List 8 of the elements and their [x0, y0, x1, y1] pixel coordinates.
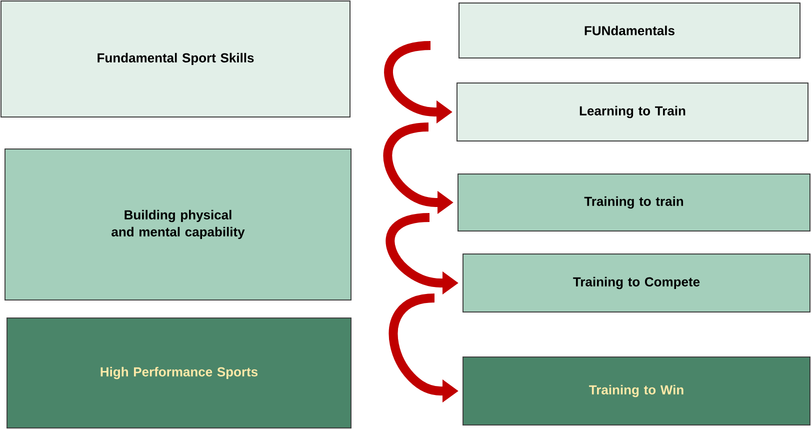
stage-box: Training to train [458, 174, 810, 232]
stage-box: Training to Win [462, 356, 810, 426]
stage-box: FUNdamentals [458, 2, 800, 58]
stage-box: Building physical and mental capability [4, 148, 352, 300]
stage-box: Learning to Train [456, 82, 808, 142]
stage-box: High Performance Sports [6, 318, 352, 428]
stage-box: Training to Compete [462, 254, 810, 312]
stage-box: Fundamental Sport Skills [0, 0, 350, 118]
